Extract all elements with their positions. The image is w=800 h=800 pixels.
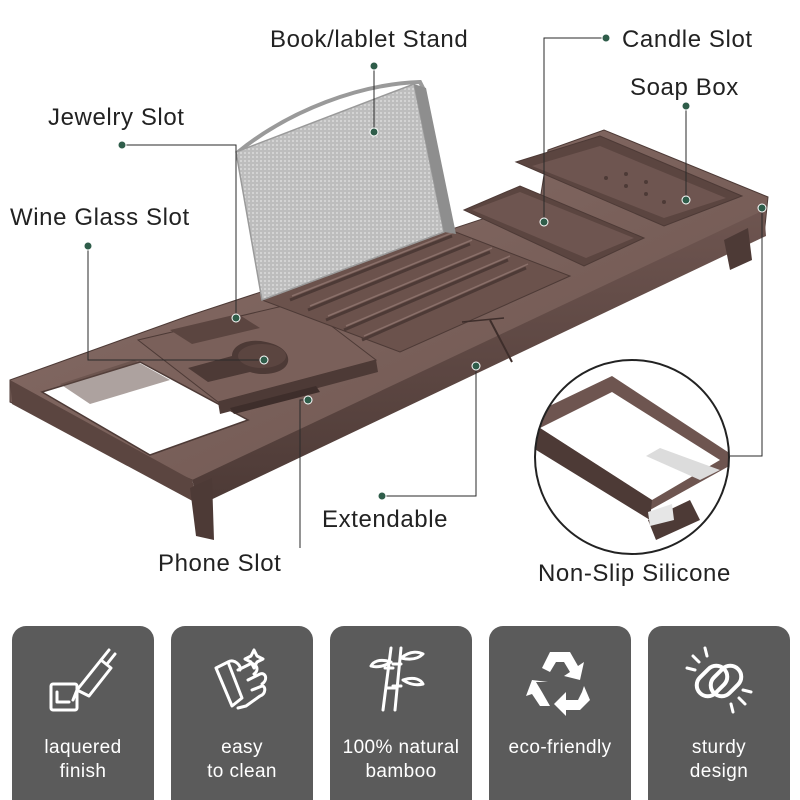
- feature-line2: finish: [59, 761, 107, 782]
- slot-board-front: [218, 360, 378, 414]
- feature-line1: eco-friendly: [508, 737, 612, 758]
- tray-left-opening-inner: [60, 360, 170, 404]
- feature-line1: sturdy: [691, 737, 747, 758]
- feature-line2: bamboo: [365, 761, 437, 782]
- feature-laquered-finish: laquered finish: [12, 626, 154, 800]
- feature-easy-to-clean: easy to clean: [171, 626, 313, 800]
- callout-candle-slot: Candle Slot: [622, 26, 753, 53]
- tray-front-face: [192, 210, 766, 505]
- feature-natural-bamboo: 100% natural bamboo: [330, 626, 472, 800]
- non-slip-detail-inset: [534, 359, 730, 555]
- feature-line1: easy: [221, 737, 263, 758]
- callout-extendable: Extendable: [322, 506, 449, 533]
- lacquer-brush-icon: [49, 648, 117, 712]
- callout-book-stand: Book/lablet Stand: [270, 26, 469, 53]
- tray-left-face: [10, 380, 200, 505]
- extendable-seam: [489, 319, 513, 363]
- bamboo-icon: [369, 646, 425, 712]
- callout-soap-box: Soap Box: [630, 74, 739, 101]
- phone-slot: [230, 386, 320, 414]
- feature-sturdy-design: sturdy design: [648, 626, 790, 800]
- callout-non-slip-silicone: Non-Slip Silicone: [538, 560, 731, 587]
- feature-eco-friendly: eco-friendly: [489, 626, 631, 800]
- callout-wine-glass-slot: Wine Glass Slot: [10, 204, 190, 231]
- tray-leg-right: [724, 228, 752, 270]
- feature-line2: design: [689, 761, 749, 782]
- book-stand-wire: [236, 79, 426, 154]
- callout-dots: [83, 33, 767, 501]
- callout-jewelry-slot: Jewelry Slot: [48, 104, 185, 131]
- feature-line1: laquered: [44, 737, 122, 758]
- tray-leg-left: [190, 478, 214, 540]
- chain-link-icon: [685, 646, 753, 714]
- feature-line2: to clean: [207, 761, 277, 782]
- recycle-icon: [526, 652, 590, 716]
- slatted-area: [260, 225, 572, 353]
- callout-phone-slot: Phone Slot: [158, 550, 282, 577]
- cleaning-glove-icon: [214, 648, 268, 710]
- feature-line1: 100% natural: [342, 737, 460, 758]
- product-illustration: [9, 33, 769, 555]
- bath-tray: [9, 79, 769, 540]
